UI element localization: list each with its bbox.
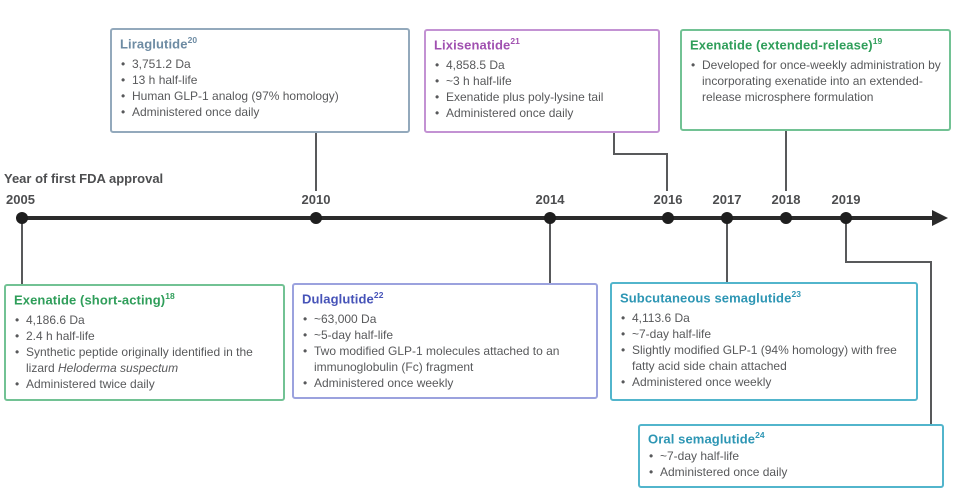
oral-semaglutide-title: Oral semaglutide24 bbox=[648, 430, 934, 446]
drug-name: Exenatide (short-acting) bbox=[14, 292, 166, 308]
timeline-dot-2005 bbox=[16, 212, 28, 224]
timeline-arrowhead-icon bbox=[932, 210, 948, 226]
lixisenatide-box: Lixisenatide21 4,858.5 Da~3 h half-lifeE… bbox=[424, 29, 660, 133]
bullet-item: Administered twice daily bbox=[14, 377, 275, 393]
dulaglutide-details: ~63,000 Da~5-day half-lifeTwo modified G… bbox=[302, 312, 588, 391]
lixisenatide-title: Lixisenatide21 bbox=[434, 36, 650, 52]
connector-2014-dulaglutide bbox=[549, 222, 551, 283]
bullet-item: Administered once daily bbox=[120, 105, 400, 121]
reference-superscript: 20 bbox=[187, 35, 198, 45]
year-tick-2010: 2010 bbox=[301, 192, 331, 207]
exenatide-extended-release-title: Exenatide (extended-release)19 bbox=[690, 36, 941, 52]
year-tick-2005: 2005 bbox=[6, 192, 35, 207]
bullet-item: Synthetic peptide originally identified … bbox=[14, 345, 275, 377]
year-tick-2016: 2016 bbox=[653, 192, 683, 207]
connector-2019-oral-semaglutide-seg3 bbox=[930, 261, 932, 424]
bullet-item: 3,751.2 Da bbox=[120, 57, 400, 73]
bullet-item: 2.4 h half-life bbox=[14, 329, 275, 345]
drug-name: Lixisenatide bbox=[434, 37, 511, 53]
bullet-item: Human GLP-1 analog (97% homology) bbox=[120, 89, 400, 105]
drug-name: Subcutaneous semaglutide bbox=[620, 290, 792, 306]
connector-2017-subcutaneous-semaglutide bbox=[726, 222, 728, 282]
year-tick-2017: 2017 bbox=[712, 192, 742, 207]
connector-exenatide-extended-release-2018 bbox=[785, 131, 787, 191]
liraglutide-details: 3,751.2 Da13 h half-lifeHuman GLP-1 anal… bbox=[120, 57, 400, 120]
bullet-item: Two modified GLP-1 molecules attached to… bbox=[302, 344, 588, 376]
year-tick-2019: 2019 bbox=[831, 192, 861, 207]
subcutaneous-semaglutide-title: Subcutaneous semaglutide23 bbox=[620, 289, 908, 305]
bullet-item: ~3 h half-life bbox=[434, 74, 650, 90]
bullet-item: Exenatide plus poly-lysine tail bbox=[434, 90, 650, 106]
bullet-item: ~5-day half-life bbox=[302, 328, 588, 344]
liraglutide-title: Liraglutide20 bbox=[120, 35, 400, 51]
drug-name: Exenatide (extended-release) bbox=[690, 37, 873, 53]
timeline-axis bbox=[22, 216, 936, 220]
connector-2019-oral-semaglutide-seg1 bbox=[845, 222, 847, 263]
timeline-dot-2019 bbox=[840, 212, 852, 224]
reference-superscript: 21 bbox=[510, 36, 520, 46]
bullet-item: Developed for once-weekly administration… bbox=[690, 58, 941, 105]
bullet-item: Administered once daily bbox=[648, 465, 934, 481]
bullet-item: 4,113.6 Da bbox=[620, 311, 908, 327]
reference-superscript: 23 bbox=[791, 289, 802, 299]
timeline-dot-2017 bbox=[721, 212, 733, 224]
reference-superscript: 22 bbox=[373, 290, 384, 300]
bullet-item: Slightly modified GLP-1 (94% homology) w… bbox=[620, 343, 908, 375]
subcutaneous-semaglutide-box: Subcutaneous semaglutide23 4,113.6 Da~7-… bbox=[610, 282, 918, 401]
bullet-item: 4,186.6 Da bbox=[14, 313, 275, 329]
exenatide-short-acting-details: 4,186.6 Da2.4 h half-lifeSynthetic pepti… bbox=[14, 313, 275, 392]
connector-lixisenatide-2016-seg3 bbox=[666, 153, 668, 191]
reference-superscript: 24 bbox=[755, 430, 765, 440]
connector-liraglutide-2010 bbox=[315, 133, 317, 191]
dulaglutide-title: Dulaglutide22 bbox=[302, 290, 588, 306]
dulaglutide-box: Dulaglutide22 ~63,000 Da~5-day half-life… bbox=[292, 283, 598, 399]
bullet-item: Administered once weekly bbox=[302, 376, 588, 392]
timeline-dot-2016 bbox=[662, 212, 674, 224]
bullet-item: 4,858.5 Da bbox=[434, 58, 650, 74]
bullet-item: Administered once weekly bbox=[620, 375, 908, 391]
year-tick-2014: 2014 bbox=[535, 192, 565, 207]
exenatide-extended-release-box: Exenatide (extended-release)19 Developed… bbox=[680, 29, 951, 131]
bullet-item: 13 h half-life bbox=[120, 73, 400, 89]
timeline-dot-2010 bbox=[310, 212, 322, 224]
drug-name: Oral semaglutide bbox=[648, 431, 756, 447]
drug-name: Liraglutide bbox=[120, 36, 188, 52]
connector-lixisenatide-2016-seg2 bbox=[613, 153, 668, 155]
liraglutide-box: Liraglutide20 3,751.2 Da13 h half-lifeHu… bbox=[110, 28, 410, 133]
lixisenatide-details: 4,858.5 Da~3 h half-lifeExenatide plus p… bbox=[434, 58, 650, 121]
exenatide-short-acting-title: Exenatide (short-acting)18 bbox=[14, 291, 275, 307]
bullet-item: ~63,000 Da bbox=[302, 312, 588, 328]
bullet-item: Administered once daily bbox=[434, 106, 650, 122]
exenatide-extended-release-details: Developed for once-weekly administration… bbox=[690, 58, 941, 105]
timeline-dot-2018 bbox=[780, 212, 792, 224]
oral-semaglutide-details: ~7-day half-lifeAdministered once daily bbox=[648, 449, 934, 481]
bullet-item: ~7-day half-life bbox=[620, 327, 908, 343]
exenatide-short-acting-box: Exenatide (short-acting)18 4,186.6 Da2.4… bbox=[4, 284, 285, 401]
reference-superscript: 19 bbox=[872, 36, 883, 46]
connector-2005-exenatide-short-acting bbox=[21, 222, 23, 284]
oral-semaglutide-box: Oral semaglutide24 ~7-day half-lifeAdmin… bbox=[638, 424, 944, 488]
year-tick-2018: 2018 bbox=[771, 192, 801, 207]
bullet-item: ~7-day half-life bbox=[648, 449, 934, 465]
connector-lixisenatide-2016-seg1 bbox=[613, 133, 615, 155]
timeline-dot-2014 bbox=[544, 212, 556, 224]
drug-name: Dulaglutide bbox=[302, 291, 374, 307]
subcutaneous-semaglutide-details: 4,113.6 Da~7-day half-lifeSlightly modif… bbox=[620, 311, 908, 390]
connector-2019-oral-semaglutide-seg2 bbox=[845, 261, 932, 263]
reference-superscript: 18 bbox=[165, 291, 175, 301]
axis-title: Year of first FDA approval bbox=[4, 171, 164, 186]
